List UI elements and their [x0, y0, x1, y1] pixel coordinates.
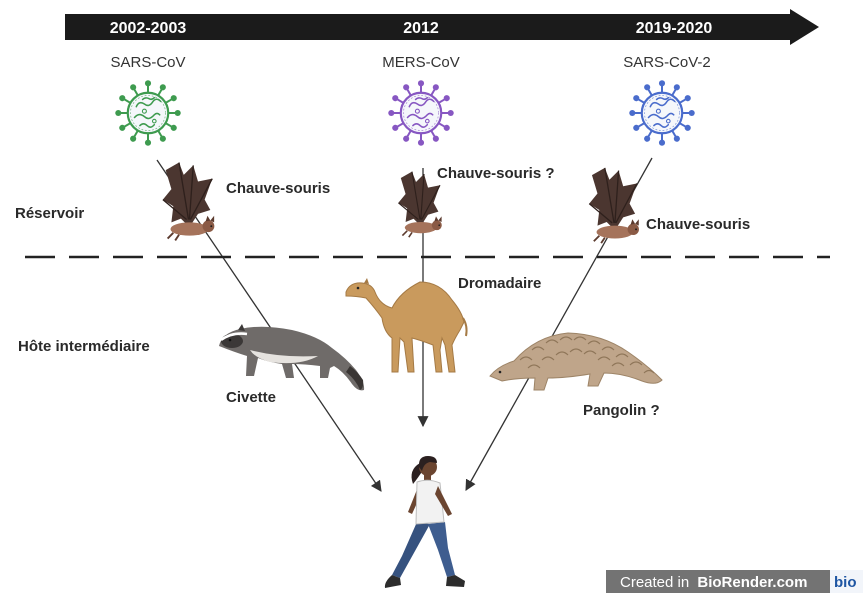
camel-tail: [463, 318, 467, 336]
timeline-arrow: 2002-2003 2012 2019-2020: [65, 9, 819, 45]
civet-ear: [238, 324, 245, 331]
biorender-watermark: Created in BioRender.com bio: [606, 570, 863, 593]
sars-cov-2-virus-icon: [629, 80, 695, 146]
year-label-sars2: 2019-2020: [636, 20, 713, 37]
watermark-text: Created in BioRender.com: [620, 574, 807, 591]
watermark-brand: BioRender.com: [697, 574, 807, 591]
camel-ear: [364, 278, 369, 284]
bat-icon: [398, 172, 441, 238]
virus-name-mers: MERS-CoV: [382, 54, 460, 71]
camel-icon: [346, 278, 467, 372]
host-label-civet: Civette: [226, 389, 276, 406]
human-leg-back: [392, 522, 430, 578]
host-label-pangolin: Pangolin ?: [583, 402, 660, 419]
reservoir-label-mers: Chauve-souris ?: [437, 165, 555, 182]
virus-name-sars: SARS-CoV: [110, 54, 185, 71]
human-shoe-front: [446, 575, 465, 587]
watermark-prefix: Created in: [620, 574, 689, 591]
virus-name-sars2: SARS-CoV-2: [623, 54, 711, 71]
civet-face: [221, 334, 243, 348]
mers-cov-virus-icon: [388, 80, 454, 146]
civet-eye: [229, 339, 232, 342]
sars-cov-virus-icon: [115, 80, 181, 146]
reservoir-label-sars: Chauve-souris: [226, 180, 330, 197]
human-leg-front: [428, 522, 455, 577]
reservoir-label-sars2: Chauve-souris: [646, 216, 750, 233]
civet-icon: [219, 324, 364, 390]
pangolin-icon: [490, 333, 662, 390]
pangolin-eye: [499, 371, 502, 374]
year-label-sars: 2002-2003: [110, 20, 187, 37]
timeline-arrowhead: [790, 9, 819, 45]
row-label-reservoir: Réservoir: [15, 205, 84, 222]
bat-icon: [163, 163, 214, 241]
bat-icon: [589, 168, 639, 243]
camel-body: [346, 282, 464, 372]
human-icon: [385, 456, 465, 588]
year-label-mers: 2012: [403, 20, 439, 37]
row-label-intermediate-host: Hôte intermédiaire: [18, 338, 150, 355]
host-label-camel: Dromadaire: [458, 275, 541, 292]
camel-eye: [357, 287, 360, 290]
biorender-logo: bio: [834, 574, 857, 591]
